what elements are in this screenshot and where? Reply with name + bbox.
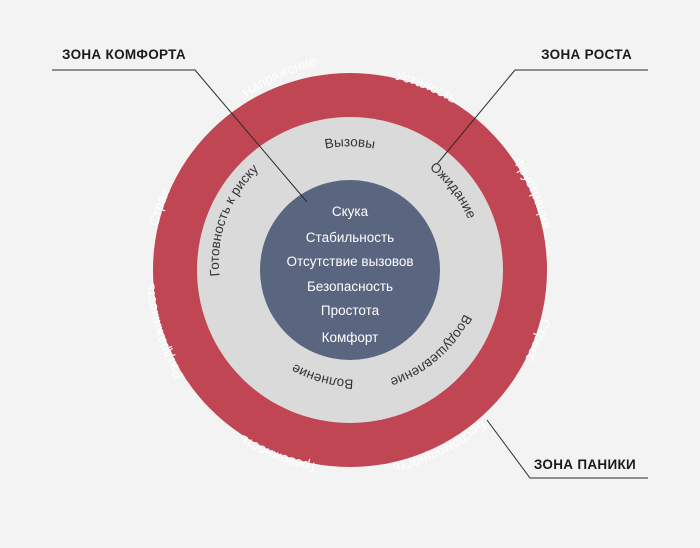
comfort-zone-leader (52, 69, 308, 203)
core-item-no-challenges: Отсутствие вызовов (286, 254, 413, 269)
comfort-zone-core (260, 180, 440, 360)
core-item-simplicity: Простота (321, 303, 380, 318)
core-item-stability: Стабильность (306, 230, 394, 245)
panic-zone-label: ЗОНА ПАНИКИ (534, 457, 636, 472)
comfort-zone-label: ЗОНА КОМФОРТА (62, 47, 186, 62)
growth-zone-label: ЗОНА РОСТА (541, 47, 632, 62)
growth-zone-leader (436, 69, 648, 165)
panic-zone-leader (486, 419, 648, 479)
core-item-comfort: Комфорт (322, 330, 379, 345)
core-item-safety: Безопасность (307, 279, 393, 294)
core-item-boredom: Скука (332, 204, 369, 219)
mid-label-challenges: Вызовы (324, 134, 377, 151)
